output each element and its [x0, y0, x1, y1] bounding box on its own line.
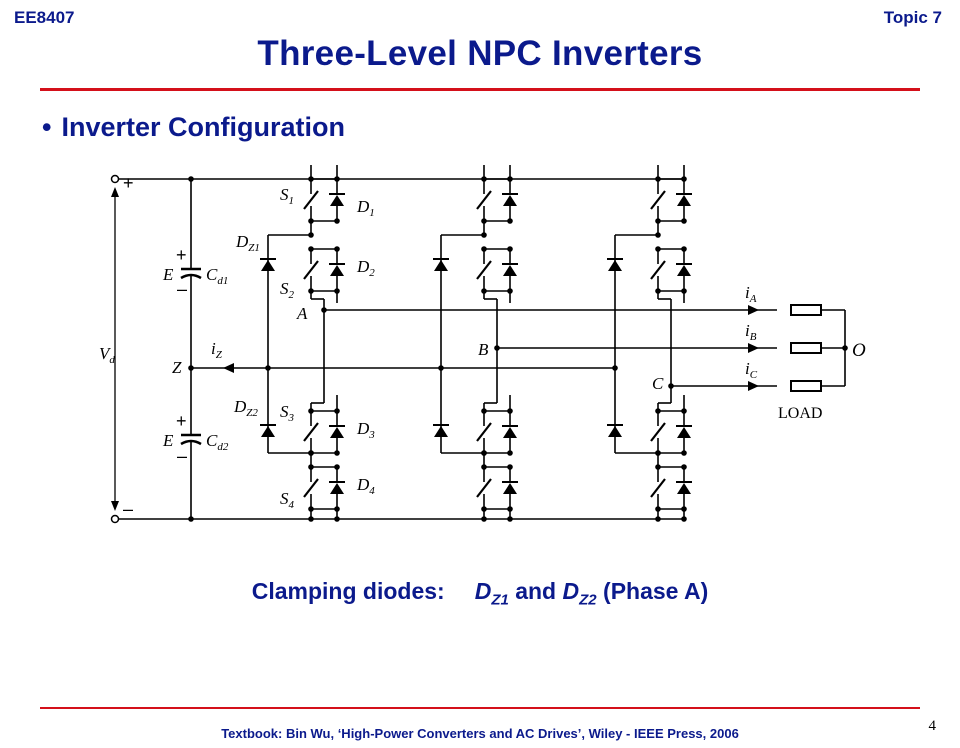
d1-label: D1 [356, 197, 375, 219]
node-b-label: B [478, 340, 489, 359]
caption: Clamping diodes: DZ1 and DZ2 (Phase A) [0, 578, 960, 609]
z-node-label: Z [172, 358, 182, 377]
d3-label: D3 [356, 419, 375, 441]
iz-label: iZ [211, 339, 223, 361]
caption-dz2: DZ2 [562, 578, 597, 609]
caption-prefix: Clamping diodes: [251, 578, 445, 604]
d2-label: D2 [356, 257, 375, 279]
vd-label: Vd [99, 344, 115, 366]
cap1-minus-label: – [177, 279, 187, 299]
dz2-label: DZ2 [233, 397, 258, 419]
slide-title: Three-Level NPC Inverters [257, 34, 703, 73]
s3-label: S3 [280, 402, 295, 424]
ib-label: iB [745, 321, 757, 343]
dc-plus-label: + [123, 173, 134, 193]
ic-label: iC [745, 359, 758, 381]
cap2-minus-label: – [177, 446, 187, 466]
caption-dz1: DZ1 [474, 578, 509, 609]
title-rule [40, 88, 920, 91]
footer-citation: Textbook: Bin Wu, ‘High-Power Converters… [221, 726, 739, 741]
cd2-label: Cd2 [206, 431, 229, 453]
cd1-label: Cd1 [206, 265, 228, 287]
s4-label: S4 [280, 489, 295, 511]
caption-suffix: (Phase A) [603, 578, 709, 604]
cap2-plus-label: + [176, 411, 187, 431]
e-label-top: E [162, 265, 174, 284]
d4-label: D4 [356, 475, 375, 497]
caption-and: and [515, 578, 557, 604]
dz1-label: DZ1 [235, 232, 260, 254]
node-a-label: A [296, 304, 308, 323]
bullet-text: Inverter Configuration [61, 112, 345, 142]
ia-label: iA [745, 283, 757, 305]
bullet-dot: • [42, 112, 52, 142]
s1-label: S1 [280, 185, 294, 207]
page-number: 4 [928, 718, 937, 734]
dc-minus-label: – [123, 499, 133, 519]
course-code: EE8407 [14, 8, 75, 27]
topic-label: Topic 7 [883, 8, 942, 27]
load-label: LOAD [778, 405, 822, 422]
npc-inverter-schematic: + – Vd + – E Cd1 + – E Cd2 Z iZ S1 S2 S3… [99, 165, 866, 524]
cap1-plus-label: + [176, 245, 187, 265]
node-c-label: C [652, 374, 664, 393]
e-label-bottom: E [162, 431, 174, 450]
bullet-item: • Inverter Configuration [42, 112, 345, 143]
footer-rule [40, 707, 920, 709]
node-o-label: O [852, 340, 866, 361]
s2-label: S2 [280, 279, 295, 301]
